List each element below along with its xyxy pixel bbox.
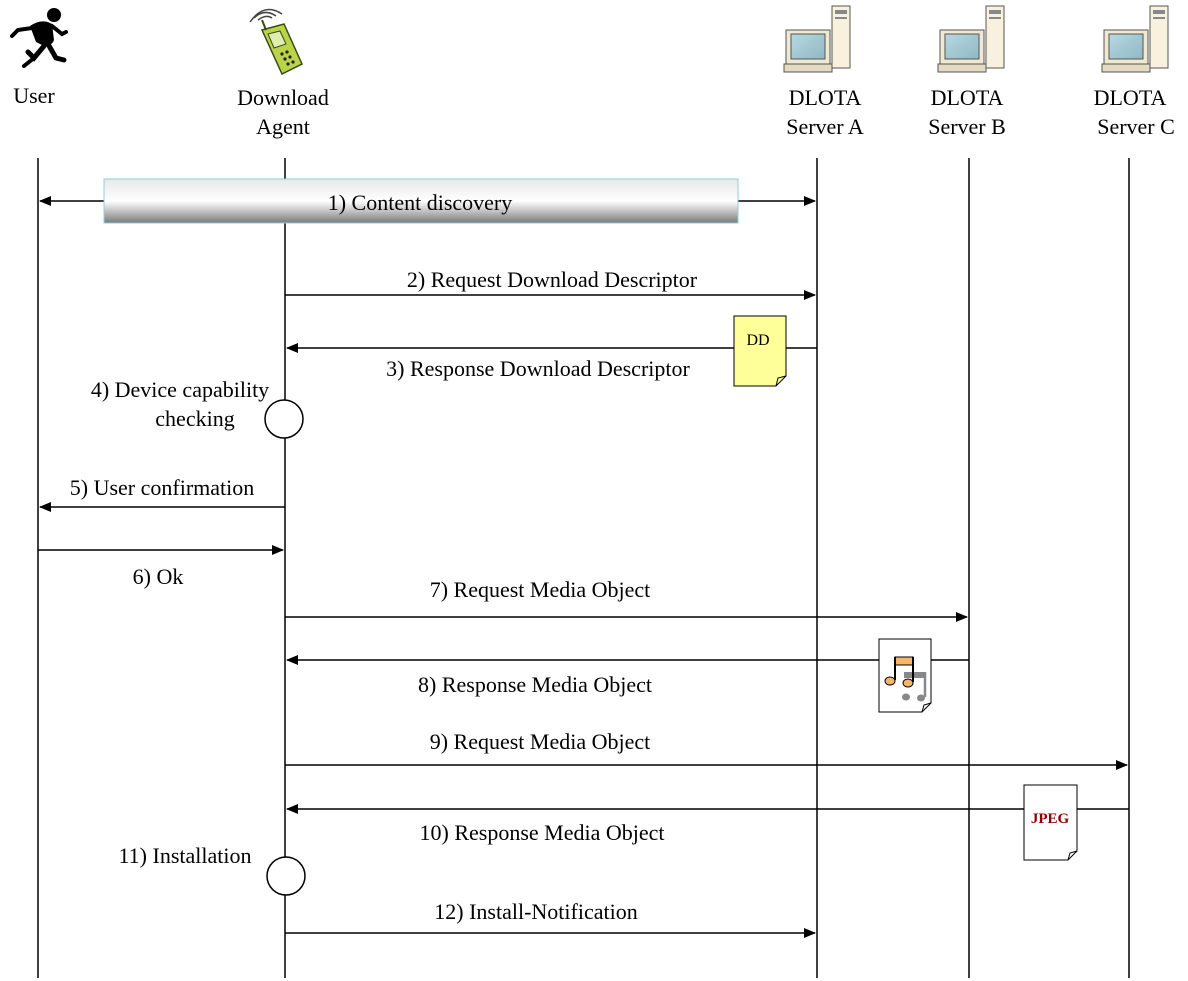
message-label-5: 5) User confirmation (70, 475, 255, 500)
message-label-7: 7) Request Media Object (430, 577, 651, 602)
actor-label-server-b-line1: DLOTA (931, 85, 1004, 110)
activity-circle-capability (264, 399, 304, 439)
actor-label-server-c-line1: DLOTA (1094, 85, 1167, 110)
activity-label-capability-line1: 4) Device capability (91, 377, 269, 402)
dd-document-label: DD (746, 332, 769, 349)
discovery-label: 1) Content discovery (328, 190, 513, 215)
server-computer-icon (1101, 5, 1169, 73)
message-label-2: 2) Request Download Descriptor (407, 267, 698, 292)
activity-circle-installation (266, 856, 306, 896)
discovery-bar (103, 178, 739, 224)
jpeg-document-label: JPEG (1031, 811, 1070, 827)
actor-label-server-a-line2: Server A (786, 114, 864, 139)
message-label-6: 6) Ok (133, 564, 184, 589)
activity-label-installation: 11) Installation (119, 843, 252, 868)
activity-label-capability-line2: checking (155, 406, 234, 431)
actor-label-agent-line1: Download (237, 85, 329, 110)
actor-label-server-a-line1: DLOTA (789, 85, 862, 110)
server-computer-icon (783, 5, 851, 73)
jpeg-document-icon: JPEG (1023, 784, 1078, 861)
music-note-icon (878, 638, 932, 713)
message-label-9: 9) Request Media Object (430, 729, 651, 754)
actor-label-user: User (13, 83, 55, 108)
mobile-phone-icon (249, 8, 303, 76)
message-label-10: 10) Response Media Object (420, 820, 665, 845)
actor-label-server-c-line2: Server C (1097, 114, 1175, 139)
running-person-icon (10, 8, 68, 68)
dd-document-icon: DD (733, 315, 787, 387)
actor-label-agent-line2: Agent (256, 114, 310, 139)
actor-label-server-b-line2: Server B (928, 114, 1006, 139)
message-label-8: 8) Response Media Object (418, 672, 652, 697)
message-label-3: 3) Response Download Descriptor (386, 356, 690, 381)
message-label-12: 12) Install-Notification (434, 899, 637, 924)
server-computer-icon (937, 5, 1005, 73)
